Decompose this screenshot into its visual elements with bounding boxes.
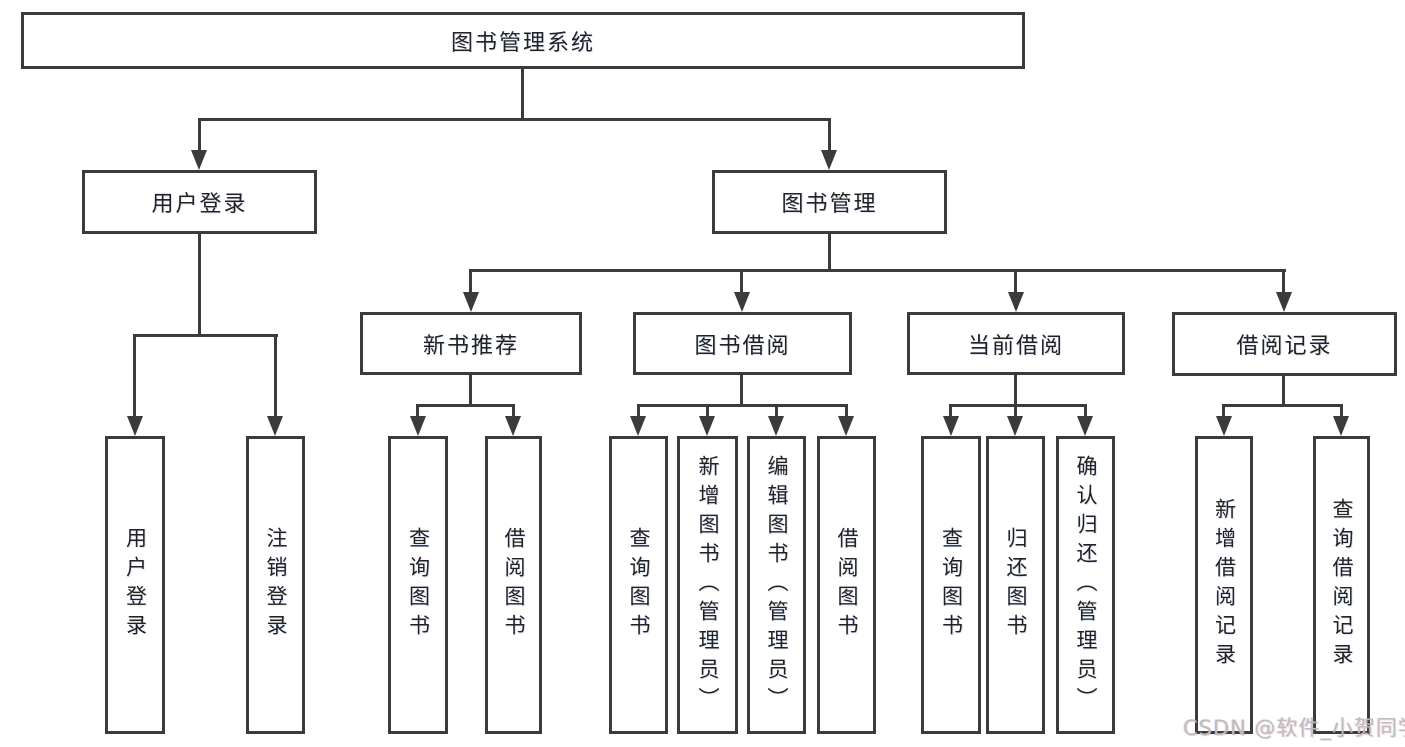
connector-line [1282, 269, 1285, 296]
connector-line [637, 404, 848, 407]
node-book-borrowing: 图书借阅 [633, 312, 852, 375]
leaf-query-books-borrowing: 查询图书 [609, 436, 668, 734]
node-current-borrowing-label: 当前借阅 [967, 333, 1064, 359]
connector-line [469, 269, 472, 296]
leaf-query-books-borrowing-label: 查询图书 [627, 527, 651, 643]
leaf-logout-label: 注销登录 [264, 527, 288, 643]
connector-line [521, 68, 524, 120]
leaf-borrow-books-recommend-label: 借阅图书 [502, 527, 526, 643]
leaf-borrow-books-label: 借阅图书 [835, 527, 859, 643]
connector-line [845, 404, 848, 420]
leaf-confirm-return-admin-label: 确认归还（管理员） [1074, 454, 1098, 716]
connector-line [740, 375, 743, 406]
connector-line [637, 404, 640, 420]
arrow-down-icon [463, 292, 479, 312]
node-book-management: 图书管理 [712, 170, 947, 234]
leaf-add-books-admin-label: 新增图书（管理员） [696, 454, 720, 716]
leaf-user-login-label: 用户登录 [123, 527, 148, 643]
node-user-login-label: 用户登录 [151, 192, 248, 217]
node-new-book-recommendation: 新书推荐 [360, 312, 582, 375]
node-book-borrowing-label: 图书借阅 [694, 333, 791, 359]
connector-line [828, 234, 831, 271]
connector-line [1222, 404, 1343, 407]
node-user-login: 用户登录 [82, 170, 317, 234]
node-current-borrowing: 当前借阅 [907, 312, 1125, 375]
leaf-query-books-current-label: 查询图书 [939, 527, 964, 643]
connector-line [1222, 404, 1225, 420]
node-book-management-label: 图书管理 [781, 192, 878, 217]
arrow-down-icon [127, 416, 143, 436]
connector-line [1014, 375, 1017, 406]
connector-line [198, 118, 201, 154]
connector-line [949, 404, 1087, 407]
connector-line [469, 375, 472, 406]
node-root: 图书管理系统 [21, 12, 1025, 69]
leaf-edit-books-admin-label: 编辑图书（管理员） [765, 454, 789, 716]
connector-line [1282, 375, 1285, 406]
leaf-query-borrow-record: 查询借阅记录 [1313, 436, 1370, 734]
arrow-down-icon [838, 416, 854, 436]
arrow-down-icon [699, 416, 715, 436]
arrow-down-icon [191, 150, 207, 170]
leaf-query-books-current: 查询图书 [921, 436, 981, 734]
connector-line [706, 404, 709, 420]
arrow-down-icon [1333, 416, 1349, 436]
node-borrowing-records: 借阅记录 [1172, 312, 1397, 376]
connector-line [1014, 269, 1017, 296]
arrow-down-icon [734, 292, 750, 312]
arrow-down-icon [505, 416, 521, 436]
connector-line [775, 404, 778, 420]
leaf-borrow-books: 借阅图书 [817, 436, 876, 734]
leaf-borrow-books-recommend: 借阅图书 [485, 436, 542, 734]
connector-line [1340, 404, 1343, 420]
leaf-return-books: 归还图书 [986, 436, 1045, 734]
arrow-down-icon [821, 150, 837, 170]
arrow-down-icon [1216, 416, 1232, 436]
leaf-query-borrow-record-label: 查询借阅记录 [1330, 498, 1354, 672]
connector-line [1014, 404, 1017, 420]
leaf-query-books-recommend: 查询图书 [388, 436, 448, 734]
connector-line [740, 269, 743, 296]
connector-line [198, 118, 831, 121]
leaf-logout: 注销登录 [246, 436, 305, 734]
connector-line [133, 334, 278, 337]
arrow-down-icon [1007, 416, 1023, 436]
connector-line [133, 334, 136, 420]
arrow-down-icon [410, 416, 426, 436]
leaf-add-borrow-record: 新增借阅记录 [1195, 436, 1253, 734]
arrow-down-icon [1077, 416, 1093, 436]
connector-line [274, 334, 277, 420]
connector-line [469, 269, 1286, 272]
connector-line [416, 404, 419, 420]
arrow-down-icon [630, 416, 646, 436]
connector-line [198, 233, 201, 336]
connector-line [416, 404, 515, 407]
leaf-query-books-recommend-label: 查询图书 [406, 527, 431, 643]
node-root-label: 图书管理系统 [450, 30, 595, 56]
watermark: CSDN @软件_小贺同学 [1183, 716, 1405, 740]
leaf-confirm-return-admin: 确认归还（管理员） [1056, 436, 1115, 734]
arrow-down-icon [267, 416, 283, 436]
leaf-add-books-admin: 新增图书（管理员） [677, 436, 738, 734]
node-borrowing-records-label: 借阅记录 [1236, 334, 1333, 359]
leaf-add-borrow-record-label: 新增借阅记录 [1212, 498, 1237, 672]
arrow-down-icon [768, 416, 784, 436]
node-new-book-recommendation-label: 新书推荐 [422, 333, 519, 359]
connector-line [1084, 404, 1087, 420]
leaf-user-login: 用户登录 [105, 436, 165, 734]
leaf-edit-books-admin: 编辑图书（管理员） [747, 436, 806, 734]
arrow-down-icon [943, 416, 959, 436]
connector-line [949, 404, 952, 420]
connector-line [512, 404, 515, 420]
arrow-down-icon [1008, 292, 1024, 312]
connector-line [828, 118, 831, 154]
arrow-down-icon [1276, 292, 1292, 312]
leaf-return-books-label: 归还图书 [1004, 527, 1028, 643]
